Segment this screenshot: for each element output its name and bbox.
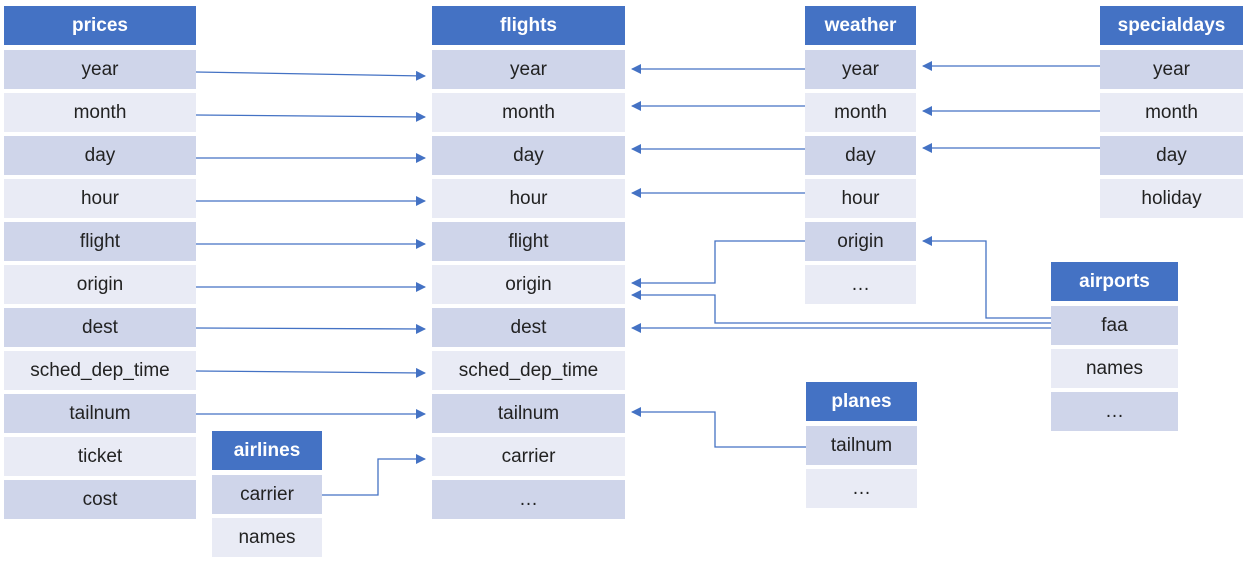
field-row: hour [432, 179, 625, 218]
field-row: tailnum [432, 394, 625, 433]
link-airlines-carrier-to-flights-carrier [322, 454, 426, 496]
field-row: day [805, 136, 916, 175]
field-row: year [1100, 50, 1243, 89]
field-row: … [1051, 392, 1178, 431]
field-row: faa [1051, 306, 1178, 345]
field-row: year [432, 50, 625, 89]
table-planes: planes tailnum … [806, 382, 917, 512]
table-airlines: airlines carrier names [212, 431, 322, 561]
table-header: airlines [212, 431, 322, 470]
field-row: day [4, 136, 196, 175]
field-row: origin [805, 222, 916, 261]
field-row: carrier [432, 437, 625, 476]
field-row: hour [4, 179, 196, 218]
field-row: ticket [4, 437, 196, 476]
link-prices-dest-to-flights-dest [195, 323, 426, 334]
field-row: carrier [212, 475, 322, 514]
field-row: dest [4, 308, 196, 347]
table-weather: weather year month day hour origin … [805, 6, 916, 308]
field-row: … [806, 469, 917, 508]
link-planes-tailnum-to-flights-tailnum [631, 407, 806, 448]
link-weather-origin-to-flights-origin [631, 240, 805, 288]
field-row: … [805, 265, 916, 304]
field-row: tailnum [4, 394, 196, 433]
field-row: names [212, 518, 322, 557]
link-airports-faa-to-flights-origin [631, 290, 1051, 324]
table-header: specialdays [1100, 6, 1243, 45]
field-row: flight [4, 222, 196, 261]
link-prices-month-to-flights-month [195, 111, 426, 122]
field-row: day [432, 136, 625, 175]
table-header: flights [432, 6, 625, 45]
field-row: month [805, 93, 916, 132]
field-row: … [432, 480, 625, 519]
table-header: airports [1051, 262, 1178, 301]
field-row: day [1100, 136, 1243, 175]
field-row: origin [4, 265, 196, 304]
field-row: sched_dep_time [432, 351, 625, 390]
field-row: hour [805, 179, 916, 218]
field-row: year [4, 50, 196, 89]
table-header: prices [4, 6, 196, 45]
table-prices: prices year month day hour flight origin… [4, 6, 196, 523]
field-row: origin [432, 265, 625, 304]
table-flights: flights year month day hour flight origi… [432, 6, 625, 523]
field-row: cost [4, 480, 196, 519]
field-row: sched_dep_time [4, 351, 196, 390]
table-specialdays: specialdays year month day holiday [1100, 6, 1243, 222]
field-row: flight [432, 222, 625, 261]
field-row: holiday [1100, 179, 1243, 218]
field-row: month [432, 93, 625, 132]
link-prices-sched-to-flights-sched [195, 367, 426, 378]
field-row: month [1100, 93, 1243, 132]
field-row: names [1051, 349, 1178, 388]
link-prices-year-to-flights-year [195, 70, 426, 81]
table-header: planes [806, 382, 917, 421]
field-row: month [4, 93, 196, 132]
table-header: weather [805, 6, 916, 45]
field-row: tailnum [806, 426, 917, 465]
field-row: year [805, 50, 916, 89]
link-airports-faa-to-weather-origin [922, 236, 1051, 319]
field-row: dest [432, 308, 625, 347]
table-airports: airports faa names … [1051, 262, 1178, 435]
